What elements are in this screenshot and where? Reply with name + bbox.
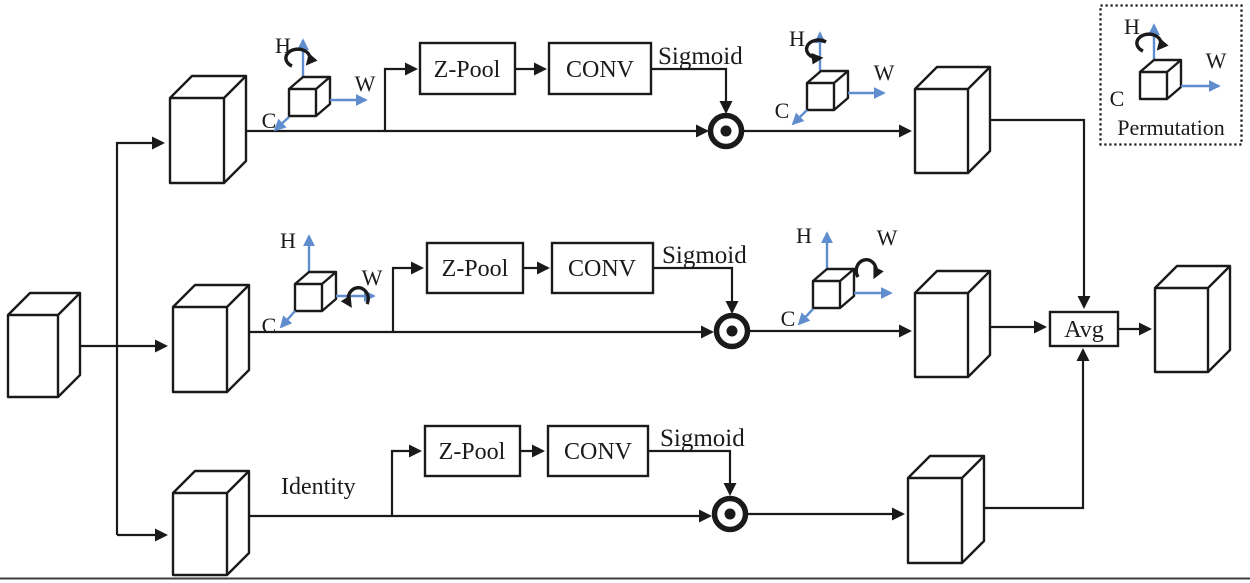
cube-icon — [1138, 58, 1183, 101]
bottom-elementwise-product-icon — [711, 495, 749, 533]
rotation-about-w-icon — [340, 286, 370, 308]
bottom-branch-to-zpool — [390, 444, 422, 516]
top-permutation-in-icon: H W C — [262, 33, 376, 133]
bottom-conv-label: CONV — [564, 439, 633, 465]
middle-permutation-in-icon: H W C — [262, 228, 383, 338]
output-tensor-cuboid — [1153, 264, 1232, 374]
axis-label-c: C — [1110, 86, 1125, 111]
middle-branch-output-cuboid — [913, 269, 992, 379]
legend-permutation-icon: H W C — [1110, 14, 1227, 111]
flow-connectors — [80, 62, 1152, 542]
middle-branch-input-cuboid — [171, 283, 251, 394]
avg-label: Avg — [1064, 317, 1104, 343]
top-conv-box — [547, 41, 653, 96]
c-axis-arrow — [273, 116, 290, 132]
axis-label-h: H — [275, 33, 291, 58]
axis-label-w: W — [1206, 48, 1227, 73]
axis-label-h: H — [789, 26, 805, 51]
c-axis-arrow — [791, 109, 808, 126]
axis-label-w: W — [355, 71, 376, 96]
avg-box — [1048, 310, 1120, 348]
rotation-about-h-icon — [1135, 32, 1169, 53]
top-zpool-label: Z-Pool — [434, 57, 501, 83]
top-tensor-to-avg — [990, 118, 1091, 309]
bottom-zpool-label: Z-Pool — [439, 439, 506, 465]
cube-icon — [805, 69, 850, 112]
bottom-branch-output-cuboid — [906, 454, 986, 565]
bottom-sigmoid-to-product — [648, 449, 737, 496]
middle-zpool-label: Z-Pool — [442, 256, 509, 282]
rotation-about-h-icon — [284, 47, 318, 68]
permutation-legend: H W C Permutation — [1099, 4, 1243, 146]
permutation-icons: H W C H W C H W C — [262, 26, 898, 338]
bottom-branch-input-cuboid — [171, 469, 251, 577]
identity-label: Identity — [281, 474, 356, 500]
middle-sigmoid-label: Sigmoid — [662, 242, 747, 269]
top-conv-label: CONV — [566, 57, 635, 83]
middle-elementwise-product-icon — [713, 312, 751, 350]
rotation-about-w-icon — [854, 258, 884, 280]
tensor-cuboids — [6, 65, 1232, 577]
axis-label-c: C — [262, 313, 277, 338]
middle-zpool-box — [425, 241, 525, 295]
legend-border — [1099, 4, 1243, 146]
c-axis-arrow — [797, 308, 814, 326]
top-sigmoid-label: Sigmoid — [658, 43, 743, 70]
axis-label-h: H — [796, 223, 812, 248]
axis-label-h: H — [1124, 14, 1140, 39]
cube-icon — [287, 75, 332, 118]
arrow-input-split-to-top-branch — [115, 136, 165, 535]
elementwise-product-operators — [707, 112, 751, 533]
cube-icon — [293, 270, 338, 313]
bottom-conv-box — [546, 424, 650, 478]
cube-icon — [811, 267, 856, 310]
bottom-tensor-to-avg — [984, 348, 1090, 510]
axis-label-w: W — [877, 225, 898, 250]
middle-sigmoid-to-product — [653, 266, 739, 314]
axis-label-c: C — [781, 306, 796, 331]
axis-label-c: C — [775, 98, 790, 123]
c-axis-arrow — [279, 310, 296, 329]
top-branch-input-cuboid — [168, 74, 248, 185]
middle-conv-label: CONV — [568, 256, 637, 282]
top-elementwise-product-icon — [707, 112, 745, 150]
bottom-zpool-box — [423, 424, 522, 478]
legend-title: Permutation — [1117, 115, 1225, 140]
bottom-sigmoid-label: Sigmoid — [660, 425, 745, 452]
operation-boxes — [418, 41, 1120, 478]
axis-label-w: W — [874, 60, 895, 85]
axis-label-h: H — [280, 228, 296, 253]
axis-label-c: C — [262, 108, 277, 133]
middle-branch-to-zpool — [391, 261, 424, 332]
operation-labels: Z-Pool CONV Sigmoid Z-Pool CONV Sigmoid … — [281, 43, 1104, 500]
rotation-about-h-icon — [804, 38, 827, 65]
top-zpool-box — [418, 41, 517, 96]
input-tensor-cuboid — [6, 291, 82, 399]
middle-permutation-out-icon: H W C — [781, 223, 898, 331]
middle-conv-box — [550, 241, 655, 295]
axis-label-w: W — [362, 265, 383, 290]
top-sigmoid-to-product — [651, 67, 733, 114]
top-branch-output-cuboid — [913, 65, 992, 175]
top-branch-to-zpool — [383, 62, 418, 131]
top-permutation-out-icon: H W C — [775, 26, 895, 126]
